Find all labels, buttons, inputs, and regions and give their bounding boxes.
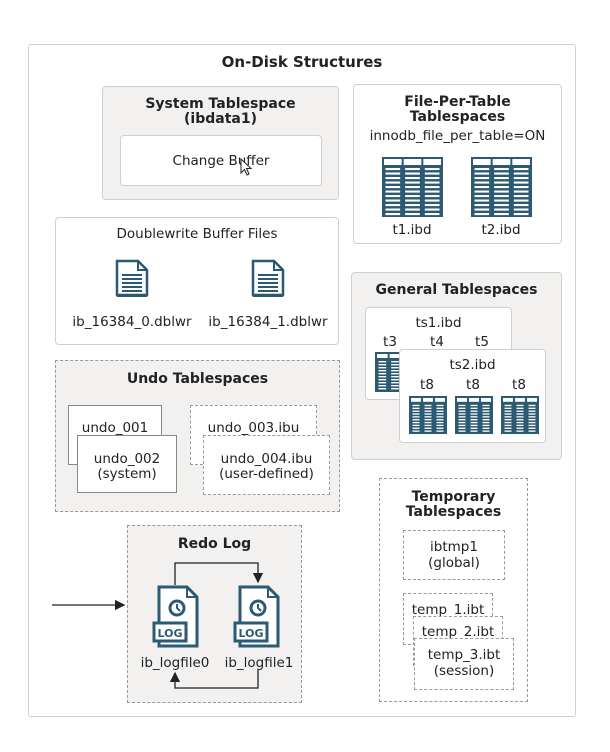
table-t8: t8 — [466, 377, 480, 393]
temp-2-label: temp_2.ibt — [421, 624, 495, 640]
table-t3: t3 — [383, 334, 397, 350]
table-icon — [471, 157, 532, 217]
svg-text:LOG: LOG — [158, 627, 183, 640]
table-t8: t8 — [512, 377, 526, 393]
general-tablespaces-title: General Tablespaces — [375, 282, 538, 298]
table-icon — [501, 396, 539, 434]
ibtmp1[interactable] — [403, 530, 505, 580]
diagram-title: On-Disk Structures — [221, 53, 383, 71]
log-file-icon: LOG — [233, 585, 280, 648]
system-tablespace-subtitle: (ibdata1) — [184, 111, 257, 127]
temporary-title: Tablespaces — [405, 504, 502, 520]
dblwr-file-0: ib_16384_0.dblwr — [72, 314, 192, 330]
undo-004-label: undo_004.ibu — [220, 451, 313, 467]
file-per-table-setting: innodb_file_per_table=ON — [369, 128, 546, 144]
dblwr-file-1: ib_16384_1.dblwr — [208, 314, 328, 330]
on-disk-structures-panel — [28, 44, 576, 717]
undo-002[interactable] — [77, 435, 177, 493]
table-t5: t5 — [475, 334, 489, 350]
undo-001-label: undo_001 — [81, 420, 149, 436]
svg-text:LOG: LOG — [239, 627, 264, 640]
table-t8: t8 — [420, 377, 434, 393]
undo-003-label: undo_003.ibu — [207, 420, 300, 436]
temp-3[interactable] — [414, 638, 514, 690]
table-t4: t4 — [430, 334, 444, 350]
undo-004-note: (user-defined) — [219, 466, 314, 482]
ts1-name: ts1.ibd — [415, 315, 462, 331]
system-tablespace-title: System Tablespace — [145, 96, 296, 112]
log-file-icon: LOG — [152, 585, 199, 648]
undo-002-note: (system) — [97, 466, 157, 482]
undo-004[interactable] — [203, 435, 330, 495]
temp-3-note: (session) — [433, 663, 495, 679]
table-icon — [455, 396, 493, 434]
table-icon — [382, 157, 443, 217]
cycle-arrow-bottom — [169, 670, 259, 689]
file-per-table-title: Tablespaces — [409, 109, 506, 125]
doublewrite-title: Doublewrite Buffer Files — [116, 226, 278, 242]
undo-title: Undo Tablespaces — [126, 371, 269, 387]
ibtmp1-note: (global) — [428, 555, 480, 571]
temporary-title: Temporary — [411, 489, 496, 505]
temp-3-label: temp_3.ibt — [427, 647, 501, 663]
logfile-1: ib_logfile1 — [224, 655, 294, 671]
ibtmp1-label: ibtmp1 — [430, 539, 478, 555]
temp-1-label: temp_1.ibt — [411, 602, 485, 618]
redo-log-title: Redo Log — [177, 536, 252, 552]
cycle-arrow-top — [174, 562, 264, 585]
doublewrite-buffer-files[interactable] — [55, 217, 339, 345]
logfile-0: ib_logfile0 — [140, 655, 210, 671]
change-buffer[interactable] — [120, 135, 322, 186]
ts2-name: ts2.ibd — [449, 357, 496, 373]
mouse-cursor-icon — [240, 157, 253, 176]
file-label-t1: t1.ibd — [392, 222, 432, 238]
undo-002-label: undo_002 — [93, 451, 161, 467]
document-icon — [251, 259, 285, 297]
table-icon — [409, 396, 447, 434]
document-icon — [115, 259, 149, 297]
file-per-table-title: File-Per-Table — [404, 94, 511, 110]
file-label-t2: t2.ibd — [481, 222, 521, 238]
